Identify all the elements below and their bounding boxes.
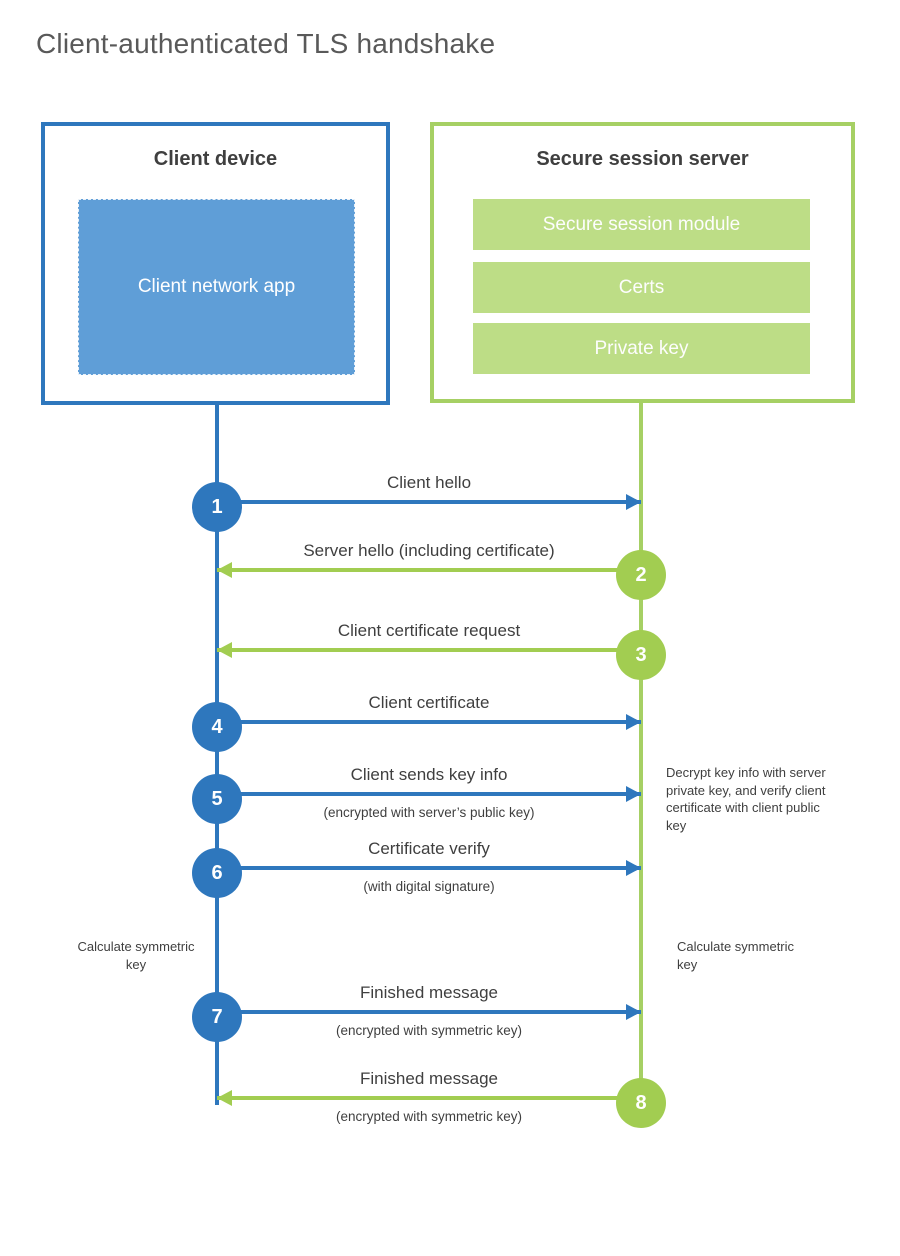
step-badge-4: 4 (192, 702, 242, 752)
message-row-7: Finished message (encrypted with symmetr… (217, 983, 641, 1038)
step-number: 6 (211, 861, 223, 884)
message-label: Client certificate (368, 693, 490, 712)
message-sublabel: (encrypted with symmetric key) (335, 1109, 523, 1124)
arrowhead-right-icon (626, 1004, 641, 1020)
message-arrow-right (217, 1004, 641, 1020)
message-row-2: Server hello (including certificate) (217, 541, 641, 578)
message-sublabel: (encrypted with server’s public key) (323, 805, 535, 820)
secure-session-server-box: Secure session server Secure session mod… (430, 122, 855, 403)
server-module-private-key: Private key (473, 323, 810, 374)
step-badge-6: 6 (192, 848, 242, 898)
message-row-5: Client sends key info (encrypted with se… (217, 765, 641, 820)
message-label: Client certificate request (337, 621, 521, 640)
arrowhead-left-icon (217, 642, 232, 658)
arrowhead-left-icon (217, 562, 232, 578)
message-label: Finished message (360, 983, 498, 1002)
message-arrow-left (217, 1090, 641, 1106)
client-network-app-label: Client network app (137, 276, 296, 297)
step-badge-8: 8 (616, 1078, 666, 1128)
step-badge-7: 7 (192, 992, 242, 1042)
step-number: 4 (211, 715, 223, 738)
message-row-8: Finished message (encrypted with symmetr… (217, 1069, 641, 1124)
message-label: Client sends key info (350, 765, 508, 784)
step-badge-5: 5 (192, 774, 242, 824)
step-number: 8 (635, 1091, 647, 1114)
client-lifeline (215, 405, 219, 1105)
client-device-box: Client device Client network app (41, 122, 390, 405)
message-arrow-right (217, 714, 641, 730)
server-module-label: Certs (618, 276, 665, 298)
client-device-title: Client device (153, 148, 278, 170)
step-number: 7 (211, 1005, 223, 1028)
step-badge-1: 1 (192, 482, 242, 532)
page-title: Client-authenticated TLS handshake (36, 28, 496, 59)
arrowhead-right-icon (626, 860, 641, 876)
note-calculate-symmetric-key-client: Calculate symmetric key (77, 939, 195, 972)
server-module-label: Secure session module (542, 213, 741, 235)
arrowhead-right-icon (626, 786, 641, 802)
message-row-3: Client certificate request (217, 621, 641, 658)
message-row-4: Client certificate (217, 693, 641, 730)
step-number: 3 (635, 643, 647, 666)
arrowhead-left-icon (217, 1090, 232, 1106)
step-number: 5 (211, 787, 223, 810)
step-number: 2 (635, 563, 647, 586)
secure-session-server-title: Secure session server (536, 148, 749, 170)
message-sublabel: (encrypted with symmetric key) (335, 1023, 523, 1038)
message-label: Client hello (386, 473, 472, 492)
server-module-secure-session: Secure session module (473, 199, 810, 250)
message-label: Server hello (including certificate) (303, 541, 555, 560)
arrowhead-right-icon (626, 714, 641, 730)
note-decrypt-key-info: Decrypt key info with server private key… (666, 765, 826, 833)
message-arrow-right (217, 860, 641, 876)
message-arrow-right (217, 494, 641, 510)
message-arrow-left (217, 642, 641, 658)
server-lifeline (639, 403, 643, 1110)
server-module-label: Private key (594, 337, 689, 359)
client-network-app-box: Client network app (78, 199, 355, 375)
step-badge-3: 3 (616, 630, 666, 680)
message-arrow-left (217, 562, 641, 578)
step-number: 1 (211, 495, 223, 518)
step-badge-2: 2 (616, 550, 666, 600)
arrowhead-right-icon (626, 494, 641, 510)
message-row-6: Certificate verify (with digital signatu… (217, 839, 641, 894)
message-label: Finished message (360, 1069, 498, 1088)
message-row-1: Client hello (217, 473, 641, 510)
message-label: Certificate verify (368, 839, 490, 858)
note-calculate-symmetric-key-server: Calculate symmetric key (677, 939, 795, 972)
message-arrow-right (217, 786, 641, 802)
server-module-certs: Certs (473, 262, 810, 313)
message-sublabel: (with digital signature) (363, 879, 495, 894)
